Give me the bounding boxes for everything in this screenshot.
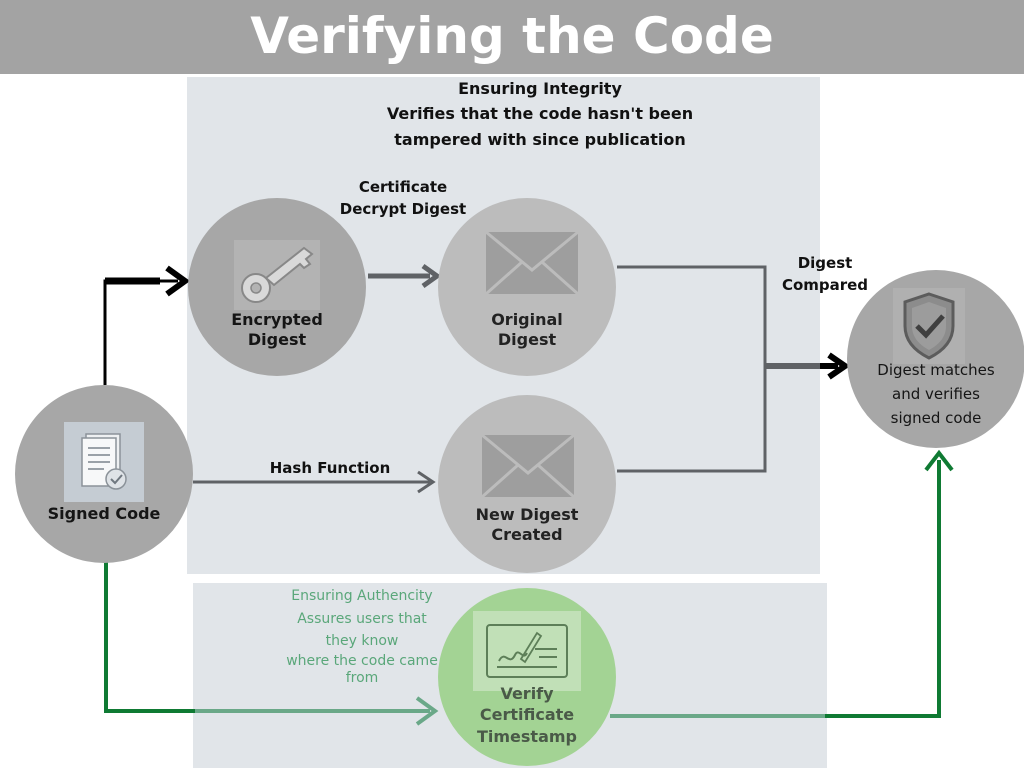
original-digest-label-line1: Original (491, 310, 563, 329)
certificate-signature-icon (473, 611, 581, 691)
new-digest-node: New Digest Created (438, 395, 616, 573)
new-digest-label-line2: Created (491, 525, 563, 544)
arrow-signed-to-encrypted (103, 279, 178, 385)
digest-matches-node: Digest matches and verifies signed code (847, 270, 1024, 448)
line-original-digest-out (617, 265, 767, 473)
envelope-icon (478, 431, 578, 501)
verify-certificate-label-line1: Verify (500, 684, 554, 703)
encrypted-digest-label-line1: Encrypted (231, 310, 323, 329)
integrity-description-line1: Verifies that the code hasn't been (386, 104, 694, 123)
authenticity-description-line3: where the code came (286, 653, 438, 669)
verify-certificate-node: Verify Certificate Timestamp (438, 588, 616, 766)
signed-code-label: Signed Code (47, 504, 161, 523)
result-label-line1: Digest matches (877, 361, 995, 379)
verify-certificate-label-line3: Timestamp (476, 727, 577, 746)
integrity-heading: Ensuring Integrity (458, 79, 622, 98)
page-title: Verifying the Code (0, 0, 1024, 74)
original-digest-node: Original Digest (438, 198, 616, 376)
edge-label-digest: Digest (797, 254, 853, 272)
edge-label-decrypt-digest: Decrypt Digest (339, 200, 467, 218)
envelope-icon (482, 228, 582, 298)
verify-certificate-label-line2: Certificate (479, 705, 575, 724)
new-digest-label-line1: New Digest (475, 505, 579, 524)
result-label-line3: signed code (890, 409, 982, 427)
edge-label-hash-function: Hash Function (269, 459, 391, 477)
edge-label-compared: Compared (781, 276, 869, 294)
signed-code-node: Signed Code (15, 385, 193, 563)
authenticity-description-line2: they know (325, 633, 399, 649)
encrypted-digest-label-line2: Digest (247, 330, 307, 349)
document-check-icon (64, 422, 144, 502)
authenticity-heading: Ensuring Authencity (291, 588, 433, 604)
edge-label-certificate: Certificate (358, 178, 448, 196)
authenticity-description-line4: from (345, 670, 379, 686)
encrypted-digest-node: Encrypted Digest (188, 198, 366, 376)
authenticity-description-line1: Assures users that (297, 611, 427, 627)
shield-check-icon (893, 288, 965, 364)
arrow-signed-to-certificate (104, 562, 195, 713)
integrity-description-line2: tampered with since publication (394, 130, 686, 149)
original-digest-label-line2: Digest (497, 330, 557, 349)
key-icon (234, 240, 320, 310)
result-label-line2: and verifies (892, 385, 980, 403)
